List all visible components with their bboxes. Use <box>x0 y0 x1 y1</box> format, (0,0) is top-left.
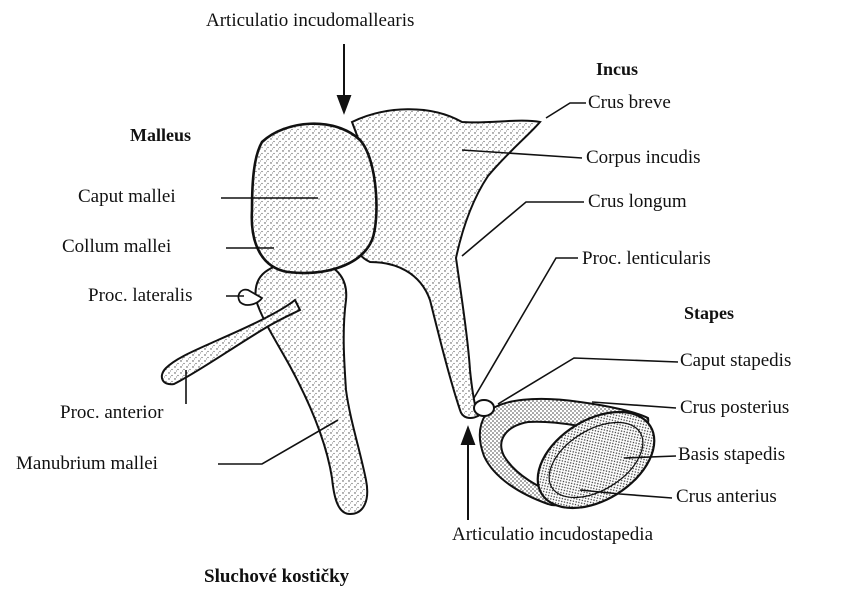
stapes-head-shape <box>474 400 494 416</box>
group-title-incus: Incus <box>596 58 638 80</box>
label-crus-posterius: Crus posterius <box>680 397 789 419</box>
group-title-stapes: Stapes <box>684 302 734 324</box>
label-caput-mallei: Caput mallei <box>78 186 176 208</box>
label-collum-mallei: Collum mallei <box>62 236 171 258</box>
label-caput-stapedis: Caput stapedis <box>680 350 791 372</box>
label-crus-breve: Crus breve <box>588 92 671 114</box>
label-basis-stapedis: Basis stapedis <box>678 444 785 466</box>
label-articulatio-incudomallearis: Articulatio incudomallearis <box>206 10 414 32</box>
label-proc-lateralis: Proc. lateralis <box>88 285 192 307</box>
label-corpus-incudis: Corpus incudis <box>586 147 701 169</box>
label-crus-anterius: Crus anterius <box>676 486 777 508</box>
group-title-malleus: Malleus <box>130 124 191 146</box>
malleus-manubrium-shape <box>256 261 368 514</box>
figure-caption: Sluchové kostičky <box>204 566 349 588</box>
incus-shape <box>352 109 540 418</box>
label-proc-lenticularis: Proc. lenticularis <box>582 248 711 270</box>
label-articulatio-incudostapedia: Articulatio incudostapedia <box>452 524 653 546</box>
label-manubrium-mallei: Manubrium mallei <box>16 453 158 475</box>
label-crus-longum: Crus longum <box>588 191 687 213</box>
label-proc-anterior: Proc. anterior <box>60 402 163 424</box>
